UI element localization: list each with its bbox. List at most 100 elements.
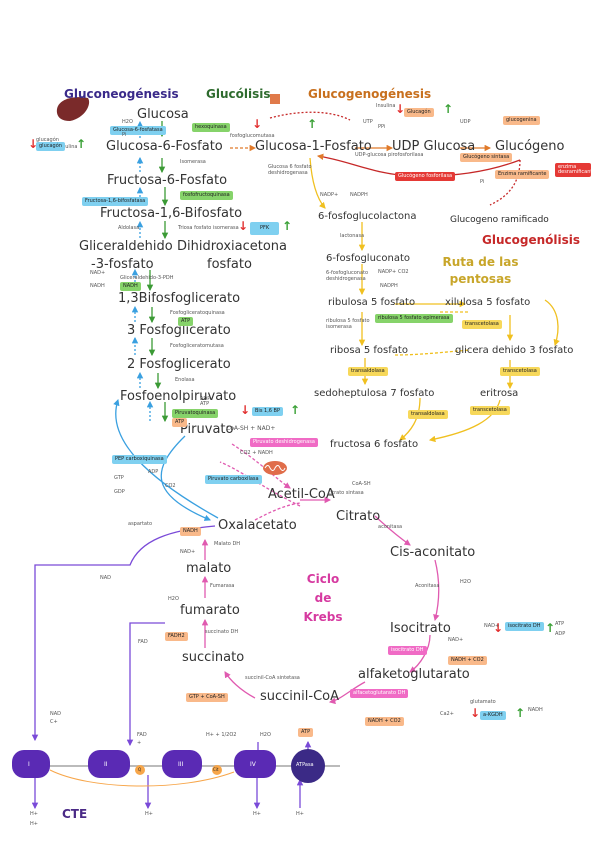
label-ca: Ca2+ [440, 712, 454, 717]
label-fad-plus: + [137, 741, 141, 746]
metabolite-pep: Fosfoenolpiruvato [120, 390, 236, 403]
metabolite-gluconate: 6-fosfogluconato [326, 254, 410, 264]
metabolite-cisaco: Cis-aconitato [390, 546, 475, 559]
atpase-label: ATPasa [296, 763, 314, 768]
modulator-f16bp: Bis 1,6 BP [252, 407, 283, 416]
enzyme-gapdh: Gliceraldehido-3-PDH [120, 276, 174, 281]
enzyme-sdh: succinato DH [205, 630, 238, 635]
complex-iii-label: III [178, 762, 183, 768]
metabolite-f6p: Fructosa-6-Fosfato [107, 174, 227, 187]
metabolite-malate: malato [186, 562, 231, 575]
enzyme-r5p-epimerase: ribulosa 5 fosfato epimerasa [375, 314, 453, 323]
up-arrow-icon: ↑ [76, 138, 86, 150]
tag-sdh: FADH2 [165, 632, 188, 641]
enzyme-pgm-glycogen: fosfoglucomutasa [230, 134, 275, 139]
label-h2o-cte: H2O [260, 733, 271, 738]
complex-i [12, 750, 50, 778]
tag-pentose-side: transcetolasa [500, 367, 540, 376]
enzyme-lactonase: lactonasa [340, 234, 364, 239]
enzyme-pgdh: 6-fosfogluconato deshidrogenasa [326, 270, 381, 282]
label-gtp: GTP [114, 476, 124, 481]
enzyme-transketolase-2: transcetolasa [470, 406, 510, 415]
label-ppi: PPi [378, 125, 385, 130]
label-glutamate: glutamato [470, 700, 496, 705]
enzyme-gp: Glucógeno fosforilasa [395, 172, 455, 181]
metabolite-ru5p: ribulosa 5 fosfato [328, 298, 415, 308]
label-nadh: NADH [90, 284, 105, 289]
glycogenolysis-header: Glucogenólisis [482, 234, 580, 246]
muscle-icon [270, 94, 280, 104]
tag-nadh: NADH [120, 282, 141, 291]
metabolite-oaa: Oxalacetato [218, 519, 297, 532]
enzyme-hexokinase: hexoquinasa [192, 123, 230, 132]
metabolite-dhap-2: fosfato [207, 258, 252, 271]
pentose-header: Ruta de las pentosas [433, 254, 528, 288]
enzyme-f16bpase: Fructosa-1,6-bifosfatasa [82, 197, 148, 206]
enzyme-pgk: Fosfogliceratoquinasa [170, 311, 225, 316]
modulator-akgdh: a-KGDH [480, 711, 506, 720]
metabolite-r5p: ribosa 5 fosfato [330, 346, 408, 356]
down-arrow-icon: ↓ [470, 707, 480, 719]
label-gdp: GDP [114, 490, 125, 495]
tag-pk-atp: ATP [172, 418, 187, 427]
q-label: Q [138, 768, 141, 772]
down-arrow-icon: ↓ [238, 220, 248, 232]
metabolite-g6p: Glucosa-6-Fosfato [106, 140, 223, 153]
label-nad2-krebs: NAD+ [180, 550, 195, 555]
enzyme-isomerase: Isomerasa [180, 160, 206, 165]
enzyme-branching: Enzima ramificante [495, 170, 549, 179]
metabolite-x5p: xilulosa 5 fosfato [445, 298, 530, 308]
label-nad-cte: NAD [50, 712, 61, 717]
label-udp: UDP [460, 120, 471, 125]
modulator-idh: isocitrato DH [505, 622, 544, 631]
tag-scs: GTP + CoA-SH [186, 693, 228, 702]
label-pi-glycogen: Pi [480, 180, 484, 185]
label-nad-idh: NAD+ [448, 638, 463, 643]
enzyme-mdh: Malato DH [214, 542, 240, 547]
enzyme-pfk: PFK [250, 222, 279, 235]
cytc-label: Cit [213, 768, 218, 772]
metabolite-citrate: Citrato [336, 510, 380, 523]
label-pi: Pi [122, 133, 126, 138]
enzyme-pepck: PEP carboxiquinasa [112, 455, 167, 464]
label-aspartate: aspartato [128, 522, 152, 527]
enzyme-transketolase: transcetolasa [462, 320, 502, 329]
label-co2-pentose: CO2 [398, 270, 409, 275]
label-h2o-krebs: H2O [168, 597, 179, 602]
label-fad-krebs: FAD [138, 640, 148, 645]
metabolite-succcoa: succinil-CoA [260, 690, 339, 703]
mitochondrion-icon [263, 461, 287, 475]
down-arrow-icon: ↓ [28, 138, 38, 150]
enzyme-udpgpp: UDP-glucosa pirofosforilasa [355, 153, 423, 158]
gluconeogenesis-header: Gluconeogénesis [64, 88, 179, 100]
label-nad: NAD+ [90, 271, 105, 276]
cofactor-pdh-2: CO2 + NADH [240, 451, 273, 456]
enzyme-debranch: enzima desramificante [555, 163, 591, 177]
label-isoc-small: NAD+ [484, 624, 499, 629]
metabolite-gap: Gliceraldehido [79, 240, 173, 253]
tag-idh: NADH + CO2 [448, 656, 487, 665]
enzyme-scs: succinil-CoA sintetasa [245, 676, 300, 681]
complex-ii-label: II [104, 762, 108, 768]
label-hplus-2: H+ [145, 812, 153, 817]
complex-i-label: I [28, 762, 30, 768]
label-h2o-krebs-2: H2O [460, 580, 471, 585]
metabolite-acetylcoa: Acetil-CoA [268, 488, 335, 501]
enzyme-akgdh: alfacetoglutarato DH [350, 689, 408, 698]
label-nadp: NADP+ [320, 193, 338, 198]
label-fad-cte: FAD [137, 733, 147, 738]
enzyme-pk: Piruvatoquinasa [172, 409, 218, 418]
label-co2: CO2 [165, 484, 176, 489]
label-nadp-2: NADP+ [378, 270, 396, 275]
label-nadh-small: NADH [528, 708, 543, 713]
metabolite-g3p: glicera dehido 3 fosfato [455, 346, 573, 356]
label-nad-krebs: NAD [100, 576, 111, 581]
label-adp-small: ADP [555, 632, 565, 637]
down-arrow-icon: ↓ [252, 118, 262, 130]
metabolite-akg: alfaketoglutarato [358, 668, 470, 681]
up-arrow-icon: ↑ [290, 404, 300, 416]
label-nadph-2: NADPH [380, 284, 398, 289]
up-arrow-icon: ↑ [515, 707, 525, 719]
